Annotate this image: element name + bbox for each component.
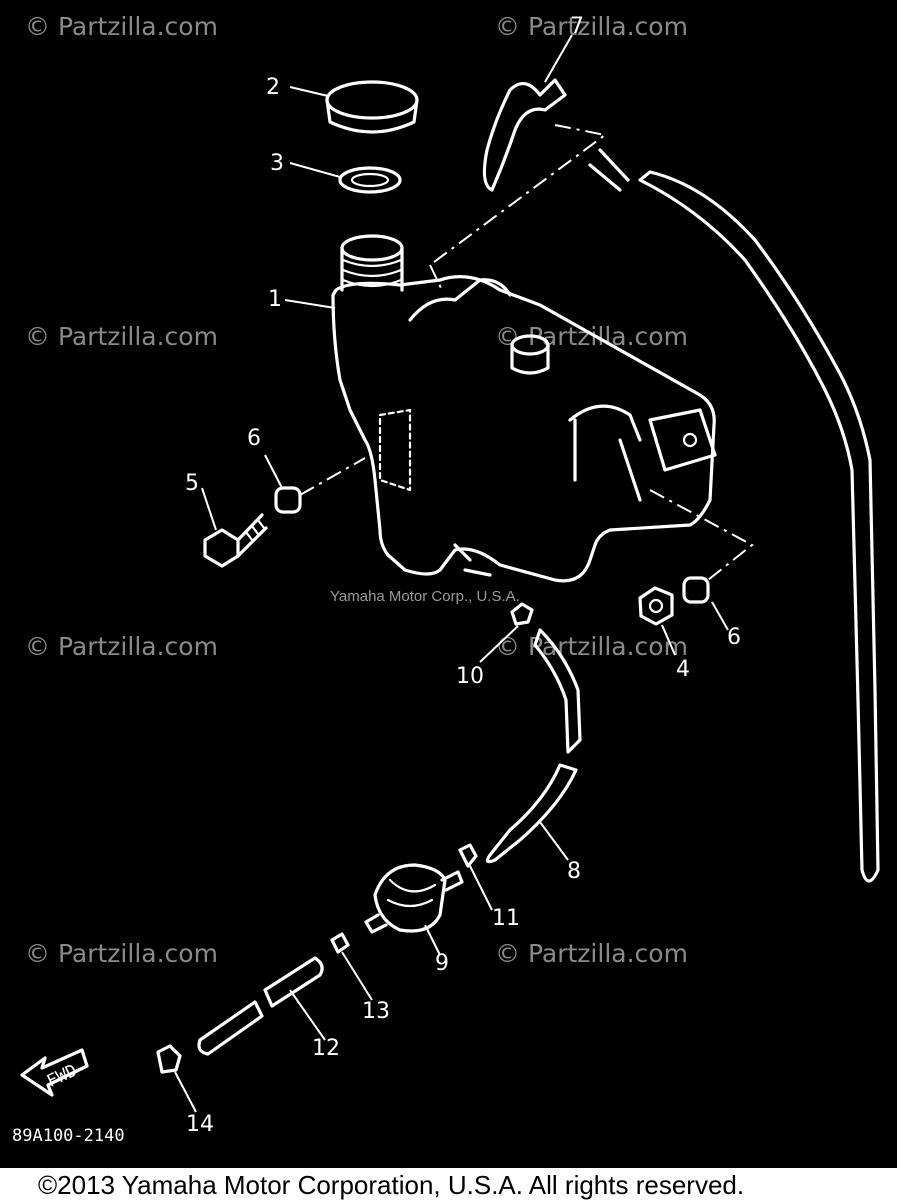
clip-part-13 bbox=[330, 932, 350, 954]
nut-part-4 bbox=[638, 586, 674, 626]
watermark-8: © Partzilla.com bbox=[495, 939, 688, 968]
clip-part-10 bbox=[510, 602, 534, 626]
drawing-code: 89A100-2140 bbox=[12, 1126, 125, 1146]
callout-14: 14 bbox=[186, 1112, 214, 1137]
collar-part-6-right bbox=[682, 576, 710, 604]
callout-8: 8 bbox=[567, 859, 581, 884]
oil-tank-part-1 bbox=[331, 234, 717, 583]
fuel-hose-part-8 bbox=[485, 628, 582, 864]
callout-4: 4 bbox=[676, 657, 690, 682]
watermark-6: © Partzilla.com bbox=[495, 632, 688, 661]
diagram-background bbox=[0, 0, 897, 1168]
collar-part-6-left bbox=[274, 486, 302, 514]
leader-lines bbox=[174, 34, 729, 1113]
watermark-1: © Partzilla.com bbox=[25, 12, 218, 41]
gasket-part-3 bbox=[338, 166, 402, 194]
bolt-part-5 bbox=[203, 513, 268, 568]
callout-6-right: 6 bbox=[727, 625, 741, 650]
callout-7: 7 bbox=[570, 14, 584, 39]
callout-5: 5 bbox=[185, 471, 199, 496]
hose-part-12 bbox=[197, 956, 324, 1056]
callout-10: 10 bbox=[456, 664, 484, 689]
callout-9: 9 bbox=[435, 951, 449, 976]
callout-2: 2 bbox=[266, 75, 280, 100]
watermark-5: © Partzilla.com bbox=[25, 632, 218, 661]
watermark-7: © Partzilla.com bbox=[25, 939, 218, 968]
callout-13: 13 bbox=[362, 999, 390, 1024]
callout-1: 1 bbox=[268, 287, 282, 312]
cap-part-2 bbox=[325, 80, 419, 134]
middle-copyright: Yamaha Motor Corp., U.S.A. bbox=[330, 588, 520, 605]
callout-numbers: 1 2 3 4 5 6 6 7 8 9 10 11 12 13 14 bbox=[185, 14, 741, 1137]
callout-12: 12 bbox=[312, 1036, 340, 1061]
callout-6-left: 6 bbox=[247, 426, 261, 451]
clip-part-11 bbox=[458, 843, 478, 868]
fuel-filter-part-9 bbox=[364, 863, 464, 934]
clip-part-14 bbox=[156, 1044, 182, 1074]
footer-copyright: ©2013 Yamaha Motor Corporation, U.S.A. A… bbox=[38, 1170, 744, 1200]
watermark-2: © Partzilla.com bbox=[495, 12, 688, 41]
footer-band bbox=[0, 1168, 897, 1200]
callout-3: 3 bbox=[270, 151, 284, 176]
watermark-3: © Partzilla.com bbox=[25, 322, 218, 351]
assembly-lines bbox=[299, 124, 754, 581]
callout-11: 11 bbox=[492, 906, 520, 931]
breather-hose-part-7 bbox=[482, 78, 880, 883]
watermarks: © Partzilla.com © Partzilla.com © Partzi… bbox=[25, 12, 688, 968]
